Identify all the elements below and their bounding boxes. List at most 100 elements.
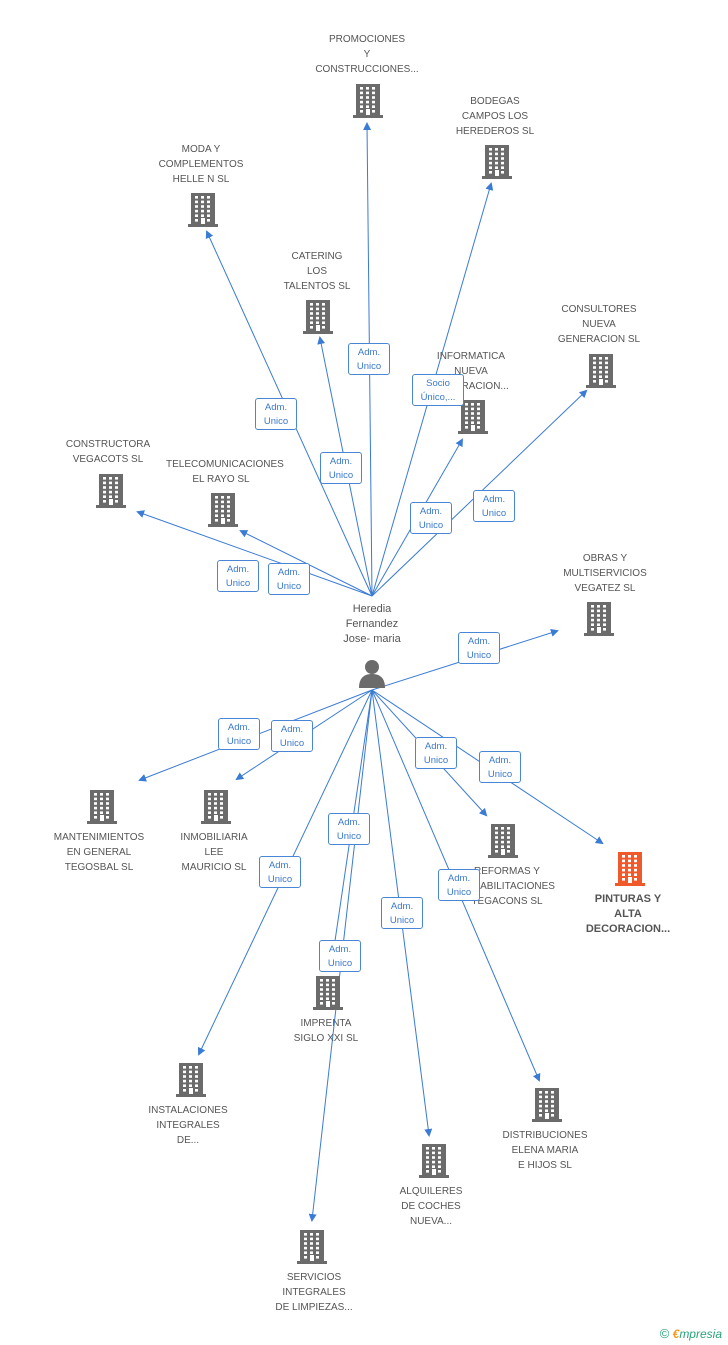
company-label-line: LOS [306,266,327,277]
company-label-line: TEGOSBAL SL [64,862,134,873]
relation-badge-consultores[interactable]: Adm.Unico [473,490,515,522]
building-icon[interactable] [353,84,383,123]
building-icon[interactable] [313,976,343,1015]
relation-badge-informatica[interactable]: Adm.Unico [410,502,452,534]
relation-badge-servicios[interactable]: Adm.Unico [319,940,361,972]
building-icon[interactable] [297,1230,327,1269]
company-label-line: CONSTRUCTORA [65,439,151,450]
relation-badge-promociones[interactable]: Adm. Unico [348,343,390,375]
building-icon[interactable] [586,354,616,393]
relation-badge-telecom[interactable]: Adm.Unico [268,563,310,595]
copyright-symbol: © [659,1326,670,1341]
building-icon[interactable] [488,824,518,863]
company-label-line: COMPLEMENTOS [158,159,244,170]
relation-badge-reformas[interactable]: Adm.Unico [415,737,457,769]
company-label-line: DE LIMPIEZAS... [275,1302,353,1313]
relation-badge-line: Adm. [424,741,448,752]
company-label-line: LEE [204,847,224,858]
relation-badge-imprenta[interactable]: Adm.Unico [328,813,370,845]
building-icon[interactable] [96,474,126,513]
relation-badge-alquileres[interactable]: Adm.Unico [381,897,423,929]
company-label-line: INFORMATICA [436,351,506,362]
building-icon[interactable] [188,193,218,232]
company-label-line: OBRAS Y [582,553,628,564]
relation-badge-inmobiliaria[interactable]: Adm.Unico [271,720,313,752]
center-name-line: Fernandez [345,618,399,630]
company-label-line: TEGACONS SL [471,896,543,907]
company-label-line: ALQUILERES [399,1186,463,1197]
company-label-line: GENERACION... [433,381,509,392]
building-icon[interactable] [303,300,333,339]
relation-badge-constructora[interactable]: Adm.Unico [217,560,259,592]
relation-badge-line: Unico [487,769,513,780]
person-icon[interactable] [358,658,386,688]
relation-badge-line: Adm. [488,755,512,766]
building-icon[interactable] [419,1144,449,1183]
relation-badge-obras[interactable]: Adm.Unico [458,632,500,664]
company-label-line: SERVICIOS [286,1272,342,1283]
company-label-line: BODEGAS [470,96,520,107]
company-label-line: MAURICIO SL [181,862,247,873]
relation-badge-line: Adm. [357,347,381,358]
relation-badge-line: Unico [225,578,251,589]
relation-badge-line: Adm. [328,944,352,955]
company-label-line: E HIJOS SL [518,1160,572,1171]
company-label-line: HEREDEROS SL [455,126,535,137]
company-label-line: INSTALACIONES [148,1105,228,1116]
company-label-line: CONSTRUCCIONES... [315,64,419,75]
building-icon[interactable] [584,602,614,641]
relation-badge-line: Unico [481,508,507,519]
relation-badge-moda[interactable]: Adm.Unico [255,398,297,430]
relation-badge-line: Adm. [280,724,304,735]
relation-badge-line: Unico [267,874,293,885]
relation-badge-distribuciones[interactable]: Adm.Unico [438,869,480,901]
relation-badge-line: Unico [356,361,382,372]
building-icon[interactable] [458,400,488,439]
building-icon[interactable] [201,790,231,829]
relation-badge-line: Unico [226,736,252,747]
building-icon[interactable] [532,1088,562,1127]
company-label-line: NUEVA... [409,1216,453,1227]
relation-badge-instalaciones[interactable]: Adm.Unico [259,856,301,888]
building-icon[interactable] [615,852,645,891]
company-label-line: MANTENIMIENTOS [53,832,145,843]
building-icon[interactable] [176,1063,206,1102]
brand-logo-text: mpresia [679,1327,722,1341]
relation-badge-catering[interactable]: Adm.Unico [320,452,362,484]
building-icon[interactable] [87,790,117,829]
building-icon[interactable] [208,493,238,532]
building-icon[interactable] [482,145,512,184]
relation-badge-pinturas[interactable]: Adm. Unico [479,751,521,783]
company-label-line: CATERING [291,251,343,262]
relation-badge-mantenimientos[interactable]: Adm.Unico [218,718,260,750]
